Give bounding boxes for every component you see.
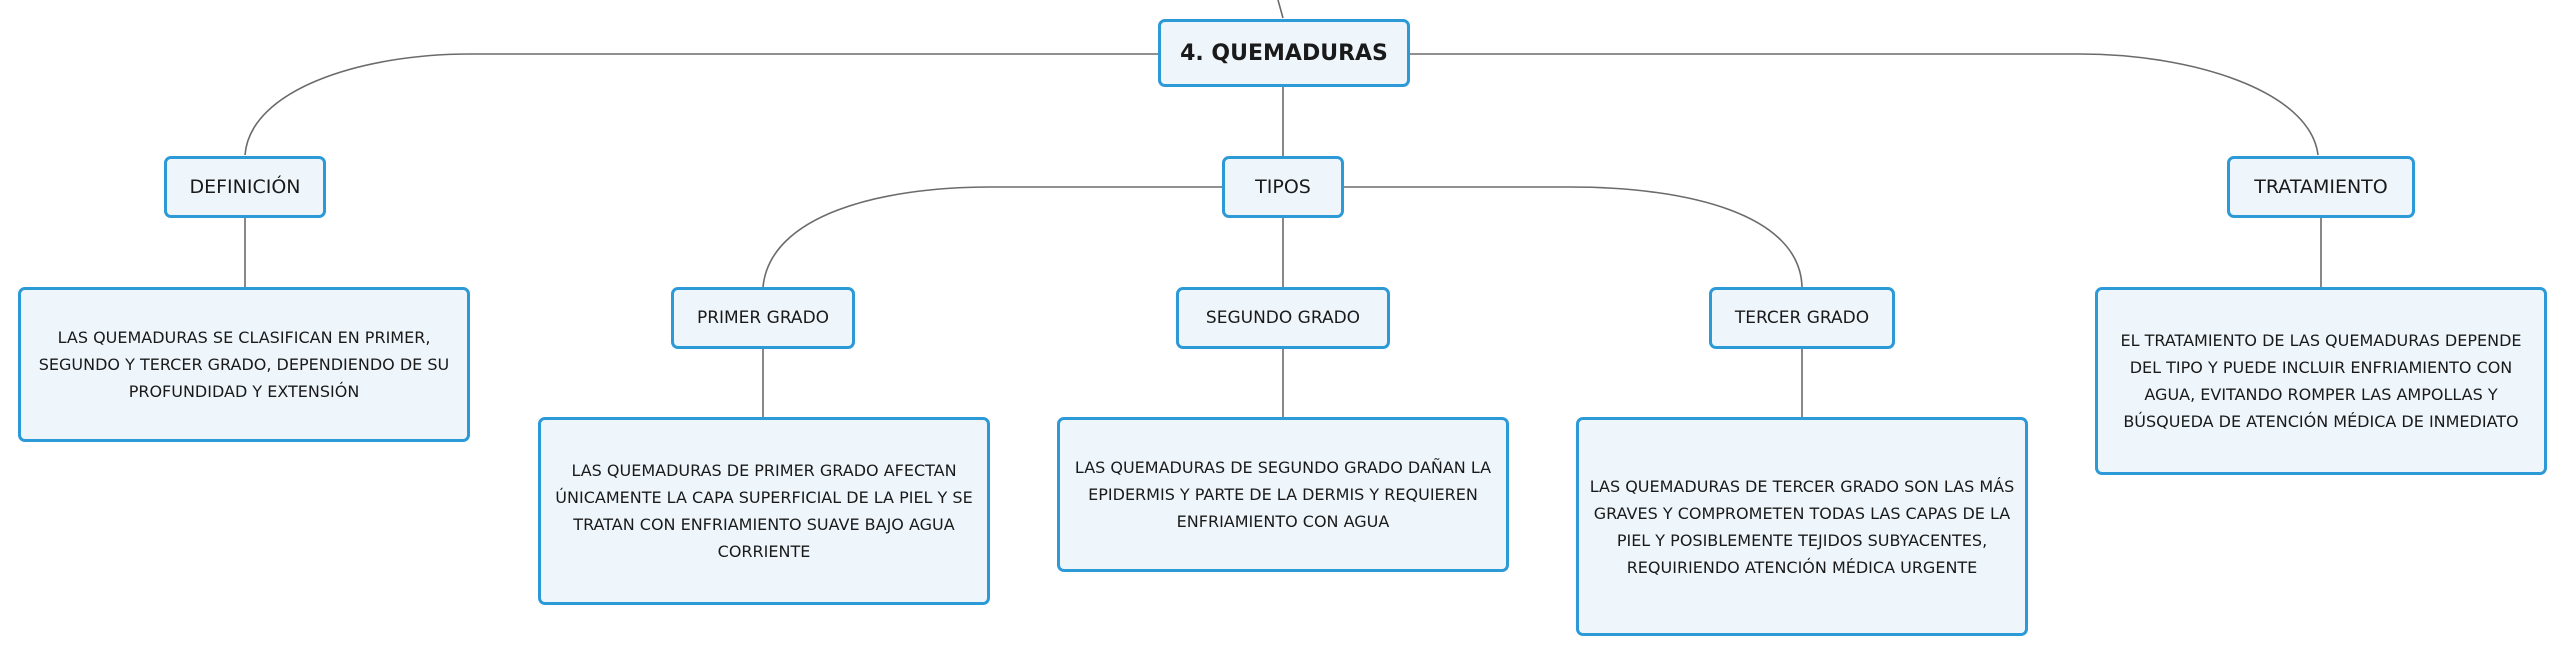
definicion-description: LAS QUEMADURAS SE CLASIFICAN EN PRIMER, … — [38, 328, 450, 401]
segundo-grado-description: LAS QUEMADURAS DE SEGUNDO GRADO DAÑAN LA… — [1074, 458, 1492, 531]
connector-parent — [1277, 0, 1284, 19]
tratamiento-description: EL TRATAMIENTO DE LAS QUEMADURAS DEPENDE… — [2120, 331, 2522, 431]
connector-tipos-tercer — [1344, 186, 1803, 288]
tratamiento-node[interactable]: TRATAMIENTO — [2227, 156, 2415, 218]
tercer-grado-description-node[interactable]: LAS QUEMADURAS DE TERCER GRADO SON LAS M… — [1576, 417, 2028, 636]
segundo-grado-label: SEGUNDO GRADO — [1205, 308, 1361, 328]
definicion-label: DEFINICIÓN — [189, 176, 301, 198]
tratamiento-label: TRATAMIENTO — [2254, 176, 2388, 198]
tipos-node[interactable]: TIPOS — [1222, 156, 1344, 218]
definicion-node[interactable]: DEFINICIÓN — [164, 156, 326, 218]
segundo-grado-description-node[interactable]: LAS QUEMADURAS DE SEGUNDO GRADO DAÑAN LA… — [1057, 417, 1509, 572]
primer-grado-description: LAS QUEMADURAS DE PRIMER GRADO AFECTAN Ú… — [555, 461, 973, 561]
connector-root-tratamiento — [1410, 53, 2319, 156]
tipos-label: TIPOS — [1255, 176, 1311, 198]
tratamiento-description-node[interactable]: EL TRATAMIENTO DE LAS QUEMADURAS DEPENDE… — [2095, 287, 2547, 475]
primer-grado-node[interactable]: PRIMER GRADO — [671, 287, 855, 349]
tercer-grado-description: LAS QUEMADURAS DE TERCER GRADO SON LAS M… — [1589, 476, 2015, 577]
connector-root-definicion — [244, 53, 1158, 156]
tercer-grado-label: TERCER GRADO — [1734, 308, 1870, 328]
root-label: 4. QUEMADURAS — [1180, 40, 1388, 66]
segundo-grado-node[interactable]: SEGUNDO GRADO — [1176, 287, 1390, 349]
connector-tipos-primer — [762, 186, 1222, 288]
root-node[interactable]: 4. QUEMADURAS — [1158, 19, 1410, 87]
primer-grado-description-node[interactable]: LAS QUEMADURAS DE PRIMER GRADO AFECTAN Ú… — [538, 417, 990, 605]
primer-grado-label: PRIMER GRADO — [696, 308, 830, 328]
tercer-grado-node[interactable]: TERCER GRADO — [1709, 287, 1895, 349]
definicion-description-node[interactable]: LAS QUEMADURAS SE CLASIFICAN EN PRIMER, … — [18, 287, 470, 442]
